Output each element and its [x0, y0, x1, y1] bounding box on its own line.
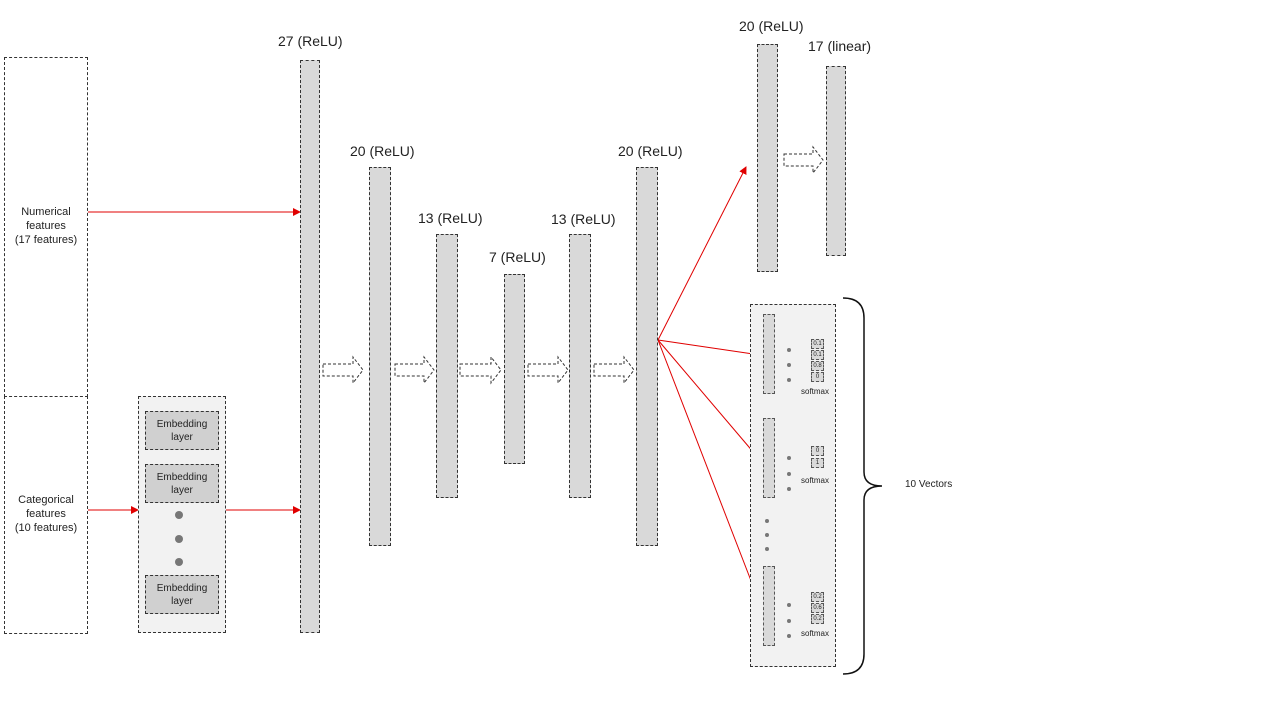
numerical-label-line: Numerical — [21, 206, 71, 218]
dense-layer-2-label: 20 (ReLU) — [350, 143, 415, 159]
embedding-label-line: layer — [171, 595, 193, 607]
dense-layer-4-label: 7 (ReLU) — [489, 249, 546, 265]
flow-arrow-icon — [527, 355, 569, 385]
softmax-label: softmax — [801, 387, 830, 396]
dense-layer-1 — [300, 60, 320, 633]
numeric-head-layer-1 — [757, 44, 778, 272]
flow-arrow-icon — [459, 355, 502, 385]
numeric-head-layer-1-label: 20 (ReLU) — [739, 18, 804, 34]
ellipsis-dot — [787, 378, 791, 382]
numerical-label-line: features — [26, 220, 66, 232]
ellipsis-dot — [175, 535, 183, 543]
dense-layer-3 — [436, 234, 458, 498]
ellipsis-dot — [787, 487, 791, 491]
dense-layer-5 — [569, 234, 591, 498]
prob-cell: 0 — [811, 446, 824, 456]
dense-layer-3-label: 13 (ReLU) — [418, 210, 483, 226]
dense-layer-6 — [636, 167, 658, 546]
ellipsis-dot — [787, 456, 791, 460]
categorical-label-line: features — [26, 508, 66, 520]
decoder-to-numeric-head-arrow — [657, 166, 747, 341]
softmax-label: softmax — [801, 476, 830, 485]
vector-1-bar — [763, 314, 775, 394]
prob-cell: 0 — [811, 372, 824, 382]
numerical-features-box — [4, 57, 88, 397]
categorical-label-line: (10 features) — [14, 522, 78, 534]
numeric-head-output-label: 17 (linear) — [808, 38, 872, 54]
ellipsis-dot — [787, 603, 791, 607]
numerical-features-label: Numerical features (17 features) — [4, 205, 88, 247]
prob-cell: 0.8 — [811, 361, 824, 371]
flow-arrow-icon — [783, 145, 824, 175]
categorical-features-box — [4, 396, 88, 634]
embedding-label-line: Embedding — [156, 582, 208, 594]
flow-arrow-icon — [394, 355, 435, 385]
prob-cell: 0.2 — [811, 592, 824, 602]
numerical-label-line: (17 features) — [14, 234, 78, 246]
ellipsis-dot — [175, 558, 183, 566]
flow-arrow-icon — [322, 355, 364, 385]
decoder-to-vector2-arrow — [657, 339, 761, 461]
ellipsis-dot — [765, 519, 769, 523]
decoder-to-vector1-arrow — [657, 339, 761, 358]
categorical-label-line: Categorical — [18, 494, 74, 506]
ellipsis-dot — [787, 348, 791, 352]
embedding-label-line: Embedding — [156, 418, 208, 430]
embedding-label-line: Embedding — [156, 471, 208, 483]
dense-layer-4 — [504, 274, 525, 464]
ellipsis-dot — [765, 547, 769, 551]
dense-layer-2 — [369, 167, 391, 546]
decoder-to-vector3-arrow — [657, 339, 762, 605]
categorical-features-label: Categorical features (10 features) — [4, 493, 88, 535]
numeric-head-output-layer — [826, 66, 846, 256]
ellipsis-dot — [175, 511, 183, 519]
embedding-label-line: layer — [171, 431, 193, 443]
prob-cell: 0.1 — [811, 339, 824, 349]
ellipsis-dot — [787, 619, 791, 623]
vectors-count-label: 10 Vectors — [905, 479, 953, 490]
embedding-label-line: layer — [171, 484, 193, 496]
dense-layer-1-label: 27 (ReLU) — [278, 33, 343, 49]
vectors-brace-icon — [842, 297, 883, 675]
ellipsis-dot — [787, 363, 791, 367]
vector-2-bar — [763, 418, 775, 498]
dense-layer-5-label: 13 (ReLU) — [551, 211, 616, 227]
flow-arrow-icon — [593, 355, 635, 385]
softmax-label: softmax — [801, 629, 830, 638]
vector-3-bar — [763, 566, 775, 646]
ellipsis-dot — [787, 634, 791, 638]
prob-cell: 0.2 — [811, 614, 824, 624]
prob-cell: 1 — [811, 458, 824, 468]
prob-cell: 0.1 — [811, 350, 824, 360]
dense-layer-6-label: 20 (ReLU) — [618, 143, 683, 159]
ellipsis-dot — [765, 533, 769, 537]
ellipsis-dot — [787, 472, 791, 476]
prob-cell: 0.6 — [811, 603, 824, 613]
